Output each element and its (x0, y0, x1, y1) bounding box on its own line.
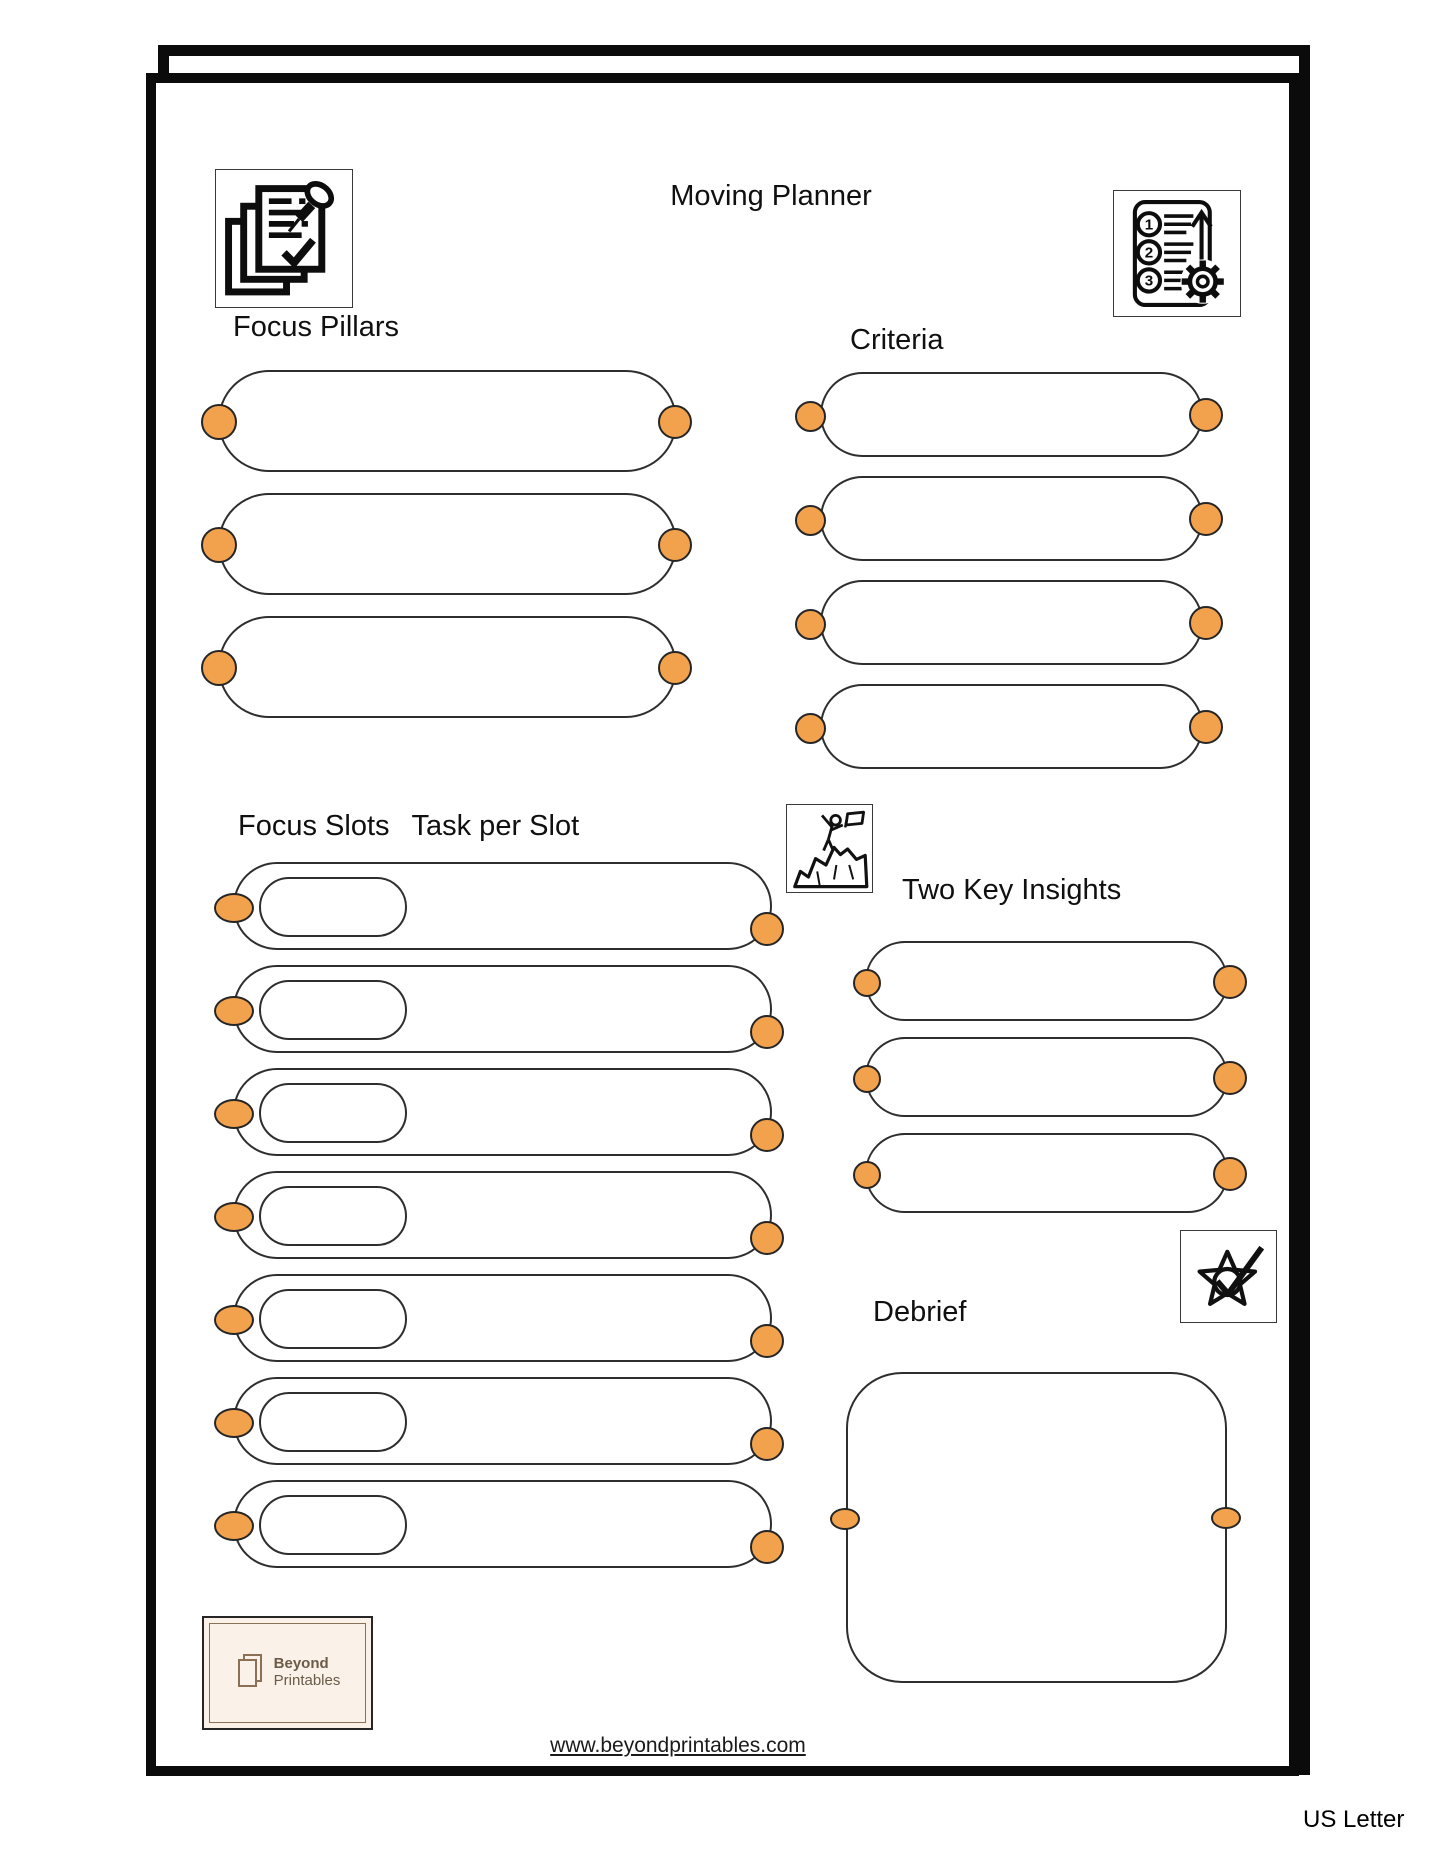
focus-slot-row (214, 965, 784, 1053)
criteria-field (795, 476, 1223, 561)
connector-dot-left (214, 893, 254, 923)
focus-pillars-heading: Focus Pillars (233, 311, 399, 343)
focus-pillar-field (201, 616, 692, 718)
stacked-pages-icon (235, 1653, 265, 1694)
connector-dot-right (658, 651, 692, 685)
focus-slot-row (214, 1274, 784, 1362)
website-link[interactable]: www.beyondprintables.com (550, 1734, 806, 1757)
numbered-list-gear-icon: 1 2 3 (1113, 190, 1241, 317)
focus-slot-row (214, 1480, 784, 1568)
connector-dot-left (201, 650, 237, 686)
connector-dot-left (830, 1508, 860, 1530)
connector-dot-right (1189, 502, 1223, 536)
debrief-heading: Debrief (873, 1296, 967, 1328)
criteria-field (795, 684, 1223, 769)
focus-slot-time-field (259, 1083, 407, 1143)
connector-dot-left (214, 1511, 254, 1541)
ordered-number-3: 3 (1145, 273, 1153, 290)
connector-dot-left (795, 505, 826, 536)
focus-slots-heading: Focus Slots Task per Slot (238, 810, 579, 843)
two-key-insights-heading: Two Key Insights (902, 874, 1122, 906)
connector-dot-right (750, 1221, 784, 1255)
connector-dot-left (795, 609, 826, 640)
connector-dot-right (1213, 965, 1247, 999)
connector-dot-right (1189, 398, 1223, 432)
connector-dot-right (750, 1118, 784, 1152)
focus-slot-time-field (259, 877, 407, 937)
focus-slot-time-field (259, 1186, 407, 1246)
clipboard-pin-icon (215, 169, 353, 308)
key-insight-field (853, 1037, 1247, 1117)
connector-dot-right (1189, 606, 1223, 640)
connector-dot-right (658, 405, 692, 439)
connector-dot-right (1213, 1157, 1247, 1191)
connector-dot-left (214, 1305, 254, 1335)
focus-slot-row (214, 862, 784, 950)
connector-dot-right (750, 1530, 784, 1564)
logo-line-2: Printables (273, 1672, 341, 1689)
focus-slot-row (214, 1068, 784, 1156)
connector-dot-right (750, 1427, 784, 1461)
logo-line-1: Beyond (273, 1655, 329, 1673)
ordered-number-1: 1 (1145, 217, 1154, 234)
ordered-number-2: 2 (1145, 245, 1153, 262)
logo-inner-frame: Beyond Printables (209, 1623, 366, 1723)
connector-dot-left (214, 996, 254, 1026)
connector-dot-left (853, 1161, 881, 1189)
paper-size-label: US Letter (1303, 1806, 1405, 1833)
page-title: Moving Planner (670, 180, 872, 212)
connector-dot-right (750, 912, 784, 946)
debrief-field (846, 1372, 1227, 1683)
key-insight-field (853, 941, 1247, 1021)
focus-slot-row (214, 1171, 784, 1259)
climber-flag-icon (786, 804, 873, 893)
criteria-field (795, 372, 1223, 457)
connector-dot-left (201, 404, 237, 440)
focus-pillar-field (201, 370, 692, 472)
connector-dot-right (1211, 1507, 1241, 1529)
criteria-heading: Criteria (850, 324, 944, 356)
connector-dot-left (853, 1065, 881, 1093)
connector-dot-left (214, 1099, 254, 1129)
criteria-field (795, 580, 1223, 665)
beyond-printables-logo: Beyond Printables (202, 1616, 373, 1730)
focus-slots-heading-right: Task per Slot (411, 810, 580, 842)
connector-dot-right (658, 528, 692, 562)
connector-dot-right (750, 1324, 784, 1358)
focus-slot-time-field (259, 1495, 407, 1555)
connector-dot-left (795, 401, 826, 432)
focus-pillar-field (201, 493, 692, 595)
connector-dot-left (214, 1408, 254, 1438)
key-insight-field (853, 1133, 1247, 1213)
connector-dot-left (853, 969, 881, 997)
connector-dot-right (1213, 1061, 1247, 1095)
logo-text: Beyond Printables (273, 1655, 341, 1690)
connector-dot-right (1189, 710, 1223, 744)
connector-dot-left (201, 527, 237, 563)
focus-slots-heading-left: Focus Slots (238, 810, 390, 842)
focus-slot-time-field (259, 1392, 407, 1452)
connector-dot-right (750, 1015, 784, 1049)
focus-slot-row (214, 1377, 784, 1465)
connector-dot-left (795, 713, 826, 744)
star-check-icon (1180, 1230, 1277, 1323)
connector-dot-left (214, 1202, 254, 1232)
focus-slot-time-field (259, 1289, 407, 1349)
focus-slot-time-field (259, 980, 407, 1040)
